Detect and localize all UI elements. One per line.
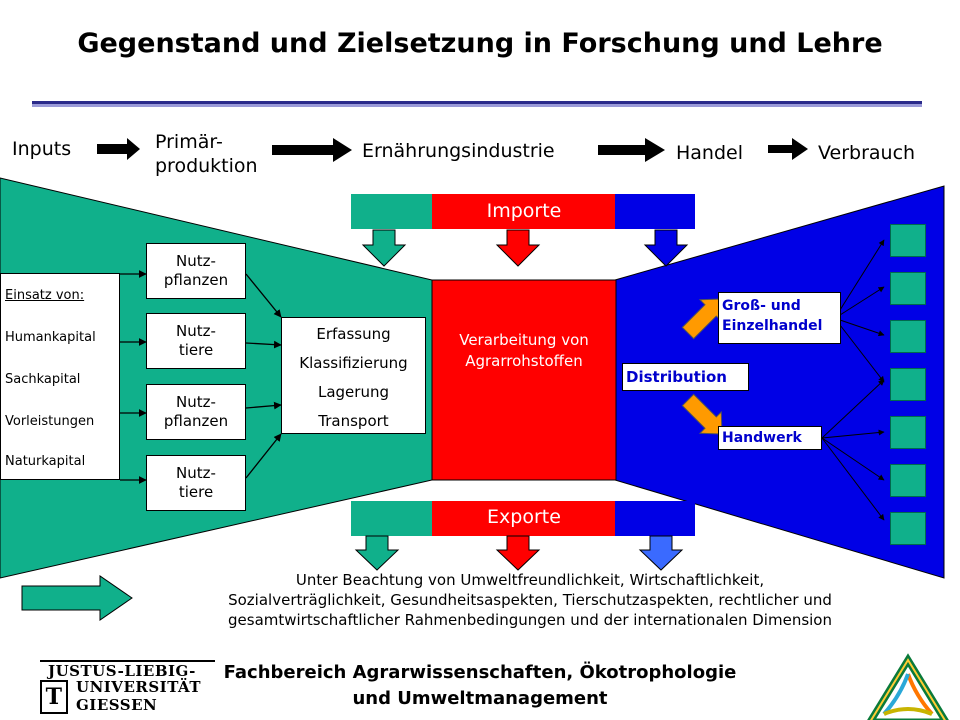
- consumer-square: [890, 368, 926, 401]
- university-logo-line1: JUSTUS-LIEBIG-: [48, 662, 196, 680]
- input-item-sachkapital: Sachkapital: [5, 372, 81, 387]
- stage-arrow-4: [768, 138, 808, 160]
- orange-arrow-down: [681, 393, 723, 435]
- page-title: Gegenstand und Zielsetzung in Forschung …: [77, 28, 883, 59]
- export-arrow-blue: [638, 535, 684, 571]
- process-step-erfassung: Erfassung: [316, 325, 391, 343]
- primary-box-nutztiere-1: Nutz- tiere: [146, 313, 246, 369]
- consumer-square: [890, 224, 926, 257]
- primary-connectors: [245, 273, 282, 479]
- exports-label: Exporte: [487, 506, 561, 528]
- import-bar-red: [432, 194, 616, 229]
- inputs-box: Einsatz von: Humankapital Sachkapital Vo…: [0, 273, 120, 480]
- processing-label: Verarbeitung von Agrarrohstoffen: [459, 331, 589, 370]
- process-step-klassifizierung: Klassifizierung: [299, 354, 408, 372]
- stage-arrow-3: [598, 138, 665, 162]
- stage-arrow-1: [97, 138, 140, 160]
- import-bar-blue: [615, 194, 695, 229]
- constraints-note: Unter Beachtung von Umweltfreundlichkeit…: [228, 571, 832, 629]
- import-bar-green: [351, 194, 433, 229]
- input-item-naturkapital: Naturkapital: [5, 454, 86, 469]
- primary-box-nutzpflanzen-2: Nutz- pflanzen: [146, 384, 246, 440]
- consumer-connectors: [821, 239, 885, 521]
- processing-area: [431, 279, 617, 481]
- note-arrow: [21, 575, 133, 621]
- process-steps-box: Erfassung Klassifizierung Lagerung Trans…: [281, 317, 426, 434]
- university-emblem-icon: T: [40, 680, 68, 714]
- title-rule-shadow: [32, 104, 922, 107]
- export-bar-green: [351, 501, 433, 536]
- import-arrow-blue: [643, 229, 689, 267]
- process-step-transport: Transport: [318, 412, 389, 430]
- primary-box-nutztiere-2: Nutz- tiere: [146, 455, 246, 511]
- inputs-heading: Einsatz von:: [5, 288, 85, 303]
- craft-box: Handwerk: [718, 426, 822, 450]
- stage-ernaehrungsindustrie: Ernährungsindustrie: [362, 140, 555, 162]
- input-item-humankapital: Humankapital: [5, 330, 96, 345]
- input-connectors: [120, 270, 147, 484]
- import-arrow-red: [495, 229, 541, 267]
- university-logo-line2: UNIVERSITÄT: [76, 678, 202, 696]
- faculty-footer: Fachbereich Agrarwissenschaften, Ökotrop…: [223, 662, 737, 709]
- process-step-lagerung: Lagerung: [317, 383, 389, 401]
- distribution-box: Distribution: [622, 363, 749, 391]
- export-bar-blue: [615, 501, 695, 536]
- stage-arrow-2: [272, 138, 352, 162]
- university-logo-line3: GIESSEN: [76, 696, 158, 714]
- import-arrow-green: [361, 229, 407, 267]
- stage-handel: Handel: [676, 142, 744, 164]
- consumer-square: [890, 272, 926, 305]
- consumer-square: [890, 320, 926, 353]
- stage-inputs: Inputs: [12, 138, 72, 160]
- consumer-square: [890, 464, 926, 497]
- university-logo: JUSTUS-LIEBIG- T UNIVERSITÄT GIESSEN: [40, 658, 215, 716]
- title-rule: [32, 101, 922, 104]
- consumer-square: [890, 512, 926, 545]
- export-bar-red: [432, 501, 616, 536]
- faculty-logo: [867, 653, 949, 720]
- consumer-square: [890, 416, 926, 449]
- primary-box-nutzpflanzen-1: Nutz- pflanzen: [146, 243, 246, 299]
- input-item-vorleistungen: Vorleistungen: [5, 414, 95, 429]
- stage-primaerproduktion: Primär- produktion: [155, 131, 258, 177]
- export-arrow-red: [495, 535, 541, 571]
- retail-box: Groß- und Einzelhandel: [718, 292, 841, 344]
- imports-label: Importe: [486, 200, 562, 222]
- export-arrow-green: [354, 535, 400, 571]
- stage-verbrauch: Verbrauch: [818, 142, 916, 164]
